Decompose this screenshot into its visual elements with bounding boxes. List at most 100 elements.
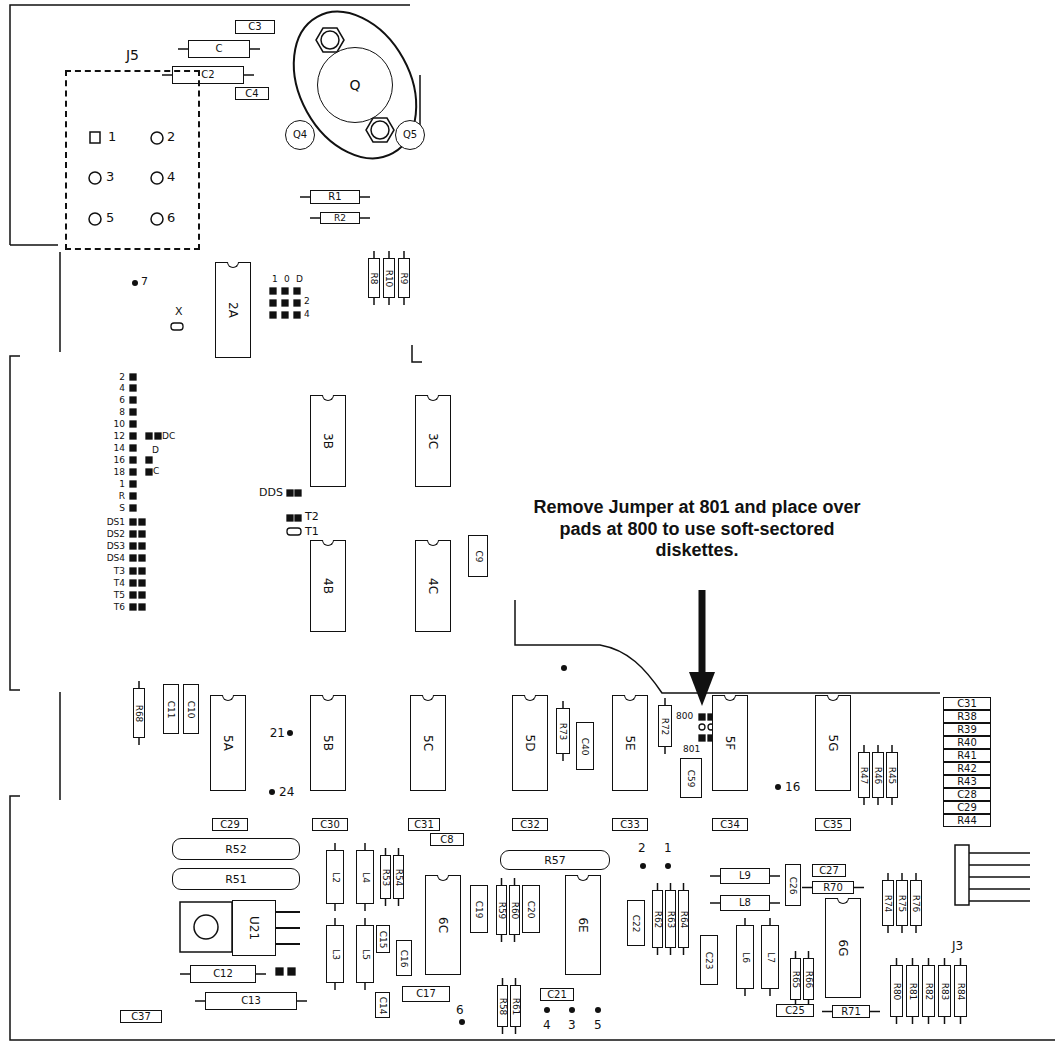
silkscreen-label: 1 bbox=[664, 842, 672, 856]
component-label: R60 bbox=[510, 901, 519, 919]
component-lead bbox=[808, 951, 810, 958]
power-resistor: R57 bbox=[500, 850, 610, 870]
solder-pad bbox=[146, 469, 152, 475]
component-label: R2 bbox=[334, 214, 346, 223]
resistor-symbol: L2 bbox=[326, 850, 344, 904]
silkscreen-label: 6 bbox=[119, 395, 125, 405]
component-lead bbox=[877, 798, 879, 805]
to3-case bbox=[269, 0, 441, 180]
component-label: R45 bbox=[888, 766, 897, 784]
capacitor-box: C11 bbox=[163, 684, 179, 734]
component-label: C33 bbox=[620, 820, 640, 830]
ic-chip: 2A bbox=[215, 262, 251, 358]
component-label: C31 bbox=[957, 699, 977, 709]
component-label: U21 bbox=[248, 916, 260, 940]
resistor-symbol: L3 bbox=[326, 925, 344, 983]
solder-pad bbox=[287, 515, 293, 521]
component-lead bbox=[891, 798, 893, 805]
capacitor-box: C21 bbox=[540, 988, 574, 1001]
solder-pad bbox=[708, 714, 714, 720]
ic-notch bbox=[437, 875, 449, 881]
resistor-symbol: R81 bbox=[906, 965, 919, 1017]
axial-component: R2 bbox=[320, 212, 360, 224]
component-label: L2 bbox=[331, 872, 340, 883]
ic-chip: 5B bbox=[310, 695, 346, 791]
solder-pad bbox=[130, 469, 136, 475]
component-lead bbox=[912, 958, 914, 965]
pin-pad bbox=[151, 132, 163, 144]
component-label: L8 bbox=[739, 898, 751, 908]
resistor-symbol: R82 bbox=[922, 965, 935, 1017]
axial-component: C13 bbox=[205, 992, 297, 1010]
axial-component: R1 bbox=[310, 190, 360, 204]
silkscreen-label: DS2 bbox=[107, 529, 125, 539]
resistor-symbol: R66 bbox=[803, 958, 814, 1000]
component-label: 3C bbox=[427, 433, 439, 449]
silkscreen-label: T5 bbox=[114, 590, 125, 600]
component-label: R41 bbox=[957, 751, 977, 761]
component-label: R62 bbox=[653, 910, 662, 928]
solder-pad bbox=[287, 490, 293, 496]
solder-pad bbox=[130, 580, 136, 586]
component-lead bbox=[334, 843, 336, 850]
component-lead bbox=[334, 904, 336, 911]
solder-pad bbox=[130, 592, 136, 598]
component-label: C28 bbox=[957, 790, 977, 800]
silkscreen-label: R bbox=[119, 491, 125, 501]
test-point bbox=[665, 863, 671, 869]
resistor-symbol: R54 bbox=[393, 855, 404, 899]
ic-notch bbox=[724, 695, 736, 701]
component-label: R80 bbox=[892, 982, 901, 1000]
resistor-symbol: R65 bbox=[790, 958, 801, 1000]
component-label: 6E bbox=[577, 917, 589, 932]
ic-notch bbox=[322, 695, 334, 701]
component-label: C12 bbox=[213, 969, 233, 979]
component-lead bbox=[863, 798, 865, 805]
silkscreen-label: D bbox=[152, 445, 159, 455]
component-lead bbox=[744, 918, 746, 925]
axial-component: R70 bbox=[812, 881, 854, 894]
component-lead bbox=[398, 899, 400, 906]
solder-pad bbox=[130, 445, 136, 451]
resistor-symbol: R61 bbox=[510, 985, 521, 1027]
solder-pad bbox=[155, 433, 161, 439]
component-label: 6C bbox=[437, 917, 449, 933]
capacitor-box: C10 bbox=[183, 684, 199, 734]
component-label: R75 bbox=[898, 894, 907, 912]
component-lead bbox=[944, 1017, 946, 1024]
component-label: C bbox=[216, 44, 223, 54]
component-label: R76 bbox=[912, 894, 921, 912]
pin-square bbox=[90, 132, 100, 143]
silkscreen-label: 5 bbox=[594, 1019, 602, 1033]
component-label: R59 bbox=[497, 901, 506, 919]
capacitor-box: C3 bbox=[235, 20, 275, 34]
regulator-leads bbox=[276, 912, 300, 944]
resistor-symbol: R59 bbox=[496, 885, 507, 935]
component-lead bbox=[887, 873, 889, 880]
component-label: R73 bbox=[559, 722, 568, 740]
test-point bbox=[640, 863, 646, 869]
component-label: 4C bbox=[427, 578, 439, 594]
component-label: 5G bbox=[827, 735, 839, 752]
solder-pad bbox=[699, 735, 705, 741]
silkscreen-label: 4 bbox=[543, 1019, 551, 1033]
component-label: R81 bbox=[908, 982, 917, 1000]
component-lead bbox=[373, 251, 375, 258]
resistor-symbol: R68 bbox=[133, 688, 145, 738]
solder-pad bbox=[708, 724, 714, 730]
resistor-symbol: R46 bbox=[872, 752, 884, 798]
component-label: C34 bbox=[720, 820, 740, 830]
test-point bbox=[775, 784, 781, 790]
screw-hole bbox=[371, 121, 389, 139]
component-label: C2 bbox=[201, 70, 214, 80]
solder-pad bbox=[130, 531, 136, 537]
component-label: L6 bbox=[741, 952, 750, 963]
component-label: C20 bbox=[527, 900, 536, 918]
component-label: R53 bbox=[381, 868, 390, 886]
test-point bbox=[569, 1007, 575, 1013]
solder-pad bbox=[130, 568, 136, 574]
capacitor-box: C37 bbox=[120, 1010, 162, 1023]
ic-notch bbox=[427, 540, 439, 546]
component-lead bbox=[138, 738, 140, 745]
component-label: C8 bbox=[440, 835, 453, 845]
